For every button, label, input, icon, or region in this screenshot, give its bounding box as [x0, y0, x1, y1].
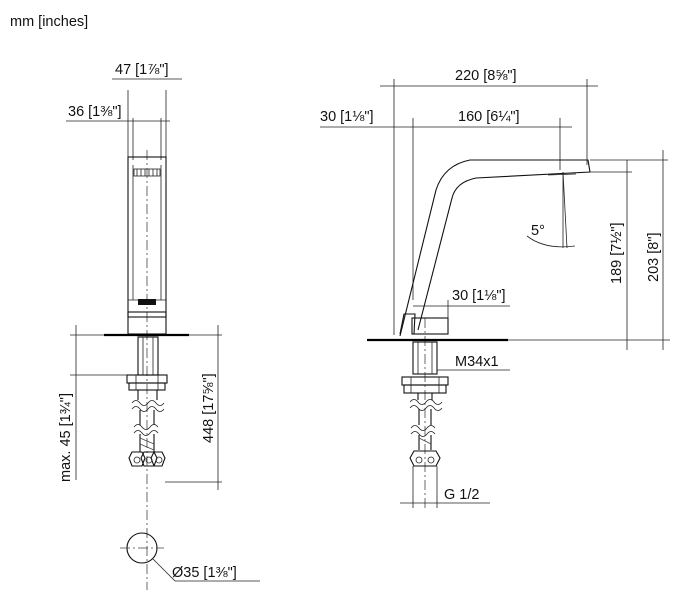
dim-body-width: 36 [1⅜"]	[68, 104, 122, 120]
dim-top-width: 47 [1⅞"]	[115, 62, 169, 78]
front-view: 47 [1⅞"] 36 [1⅜"]	[58, 62, 260, 590]
aerator-slots	[133, 168, 161, 177]
hose-connectors	[128, 451, 166, 467]
spout-angle: 5°	[531, 223, 545, 239]
side-view: 220 [8⅝"] 30 [1⅛"] 160 [6¼"]	[320, 68, 670, 510]
dim-spout-height: 189 [7½"]	[609, 222, 625, 284]
spout-profile	[399, 159, 591, 337]
dim-hose-length: 448 [17⅝"]	[201, 373, 217, 443]
dim-lever-offset: 30 [1⅛"]	[452, 288, 506, 304]
dim-reach-total: 220 [8⅝"]	[455, 68, 517, 84]
dim-total-height: 203 [8"]	[646, 233, 662, 283]
connection-size: G 1/2	[444, 487, 479, 503]
logo-badge	[138, 299, 156, 305]
dim-base-offset: 30 [1⅛"]	[320, 109, 374, 125]
unit-legend: mm [inches]	[10, 14, 88, 30]
dim-max-thickness: max. 45 [1¾"]	[58, 393, 74, 482]
thread-size: M34x1	[455, 354, 499, 370]
dim-reach-spout: 160 [6¼"]	[458, 109, 520, 125]
faucet-body-front	[127, 156, 167, 318]
dim-hole-diameter: Ø35 [1⅜"]	[172, 565, 237, 581]
mounting-hole	[120, 532, 260, 582]
